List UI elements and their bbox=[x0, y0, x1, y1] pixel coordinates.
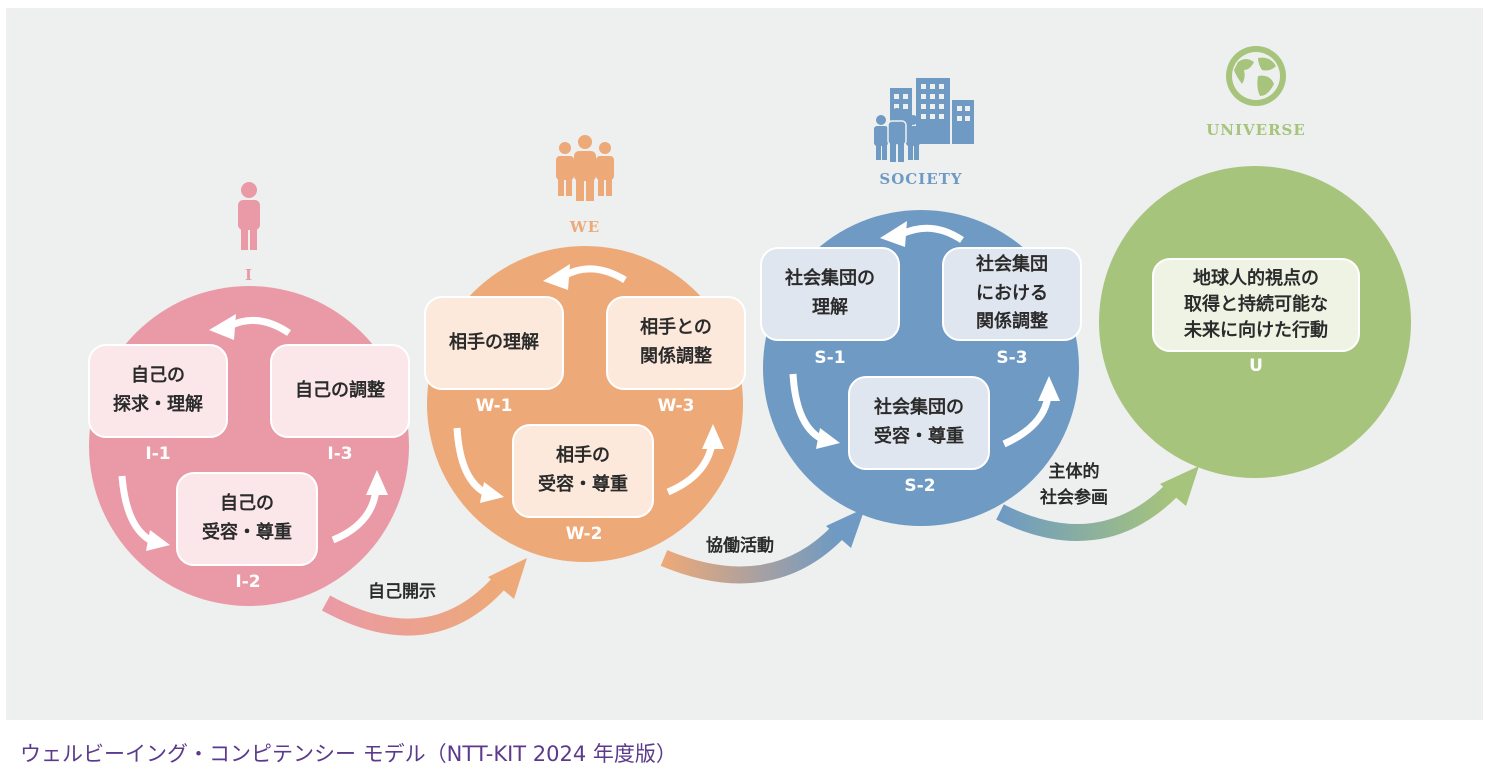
level-label-we: WE bbox=[569, 218, 601, 236]
code-i2: I-2 bbox=[235, 572, 261, 592]
code-w1: W-1 bbox=[475, 396, 513, 416]
code-w2: W-2 bbox=[565, 524, 603, 544]
label-society-to-universe: 主体的 社会参画 bbox=[1040, 462, 1108, 508]
figure-caption: ウェルビーイング・コンピテンシー モデル（NTT-KIT 2024 年度版） bbox=[20, 742, 677, 766]
box-i3: 自己の調整 bbox=[270, 344, 410, 438]
level-label-society: SOCIETY bbox=[879, 170, 963, 188]
code-w3: W-3 bbox=[657, 396, 695, 416]
box-i2: 自己の 受容・尊重 bbox=[176, 472, 318, 566]
box-w3: 相手との 関係調整 bbox=[606, 296, 746, 390]
code-u: U bbox=[1249, 356, 1263, 376]
arrow-i-to-we bbox=[321, 558, 527, 636]
code-i3: I-3 bbox=[327, 444, 353, 464]
city-people-icon bbox=[874, 78, 974, 162]
level-label-i: I bbox=[244, 266, 254, 284]
box-w1: 相手の理解 bbox=[424, 296, 564, 390]
label-we-to-society: 協働活動 bbox=[706, 536, 774, 556]
code-s3: S-3 bbox=[996, 348, 1028, 368]
box-w2: 相手の 受容・尊重 bbox=[512, 424, 654, 518]
box-s1: 社会集団の 理解 bbox=[760, 247, 900, 341]
arrow-we-to-society bbox=[660, 508, 865, 584]
code-s1: S-1 bbox=[814, 348, 846, 368]
arrow-society-to-universe bbox=[996, 466, 1199, 541]
box-u: 地球人的視点の 取得と持続可能な 未来に向けた行動 bbox=[1152, 258, 1360, 352]
cycle-arrows-society bbox=[789, 224, 1052, 448]
globe-icon bbox=[1226, 46, 1286, 106]
level-label-universe: UNIVERSE bbox=[1206, 121, 1306, 139]
group-icon bbox=[556, 135, 614, 201]
label-i-to-we: 自己開示 bbox=[368, 582, 436, 602]
box-s3: 社会集団 における 関係調整 bbox=[942, 247, 1082, 341]
person-icon bbox=[238, 182, 260, 250]
box-s2: 社会集団の 受容・尊重 bbox=[848, 376, 990, 470]
code-s2: S-2 bbox=[904, 476, 936, 496]
box-i1: 自己の 探求・理解 bbox=[88, 344, 228, 438]
code-i1: I-1 bbox=[145, 444, 171, 464]
